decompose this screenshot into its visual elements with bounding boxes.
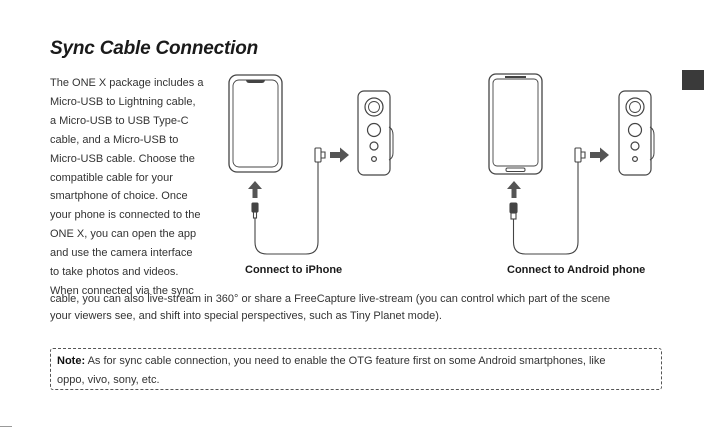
- paragraph-line: When connected via the sync: [50, 284, 194, 297]
- camera-illustration: [618, 90, 655, 176]
- intro-paragraph-wide: cable, you can also live-stream in 360° …: [50, 291, 690, 325]
- note-label: Note:: [57, 355, 86, 367]
- paragraph-line: Micro-USB cable. Choose the: [50, 152, 195, 165]
- iphone-illustration: [228, 74, 283, 173]
- paragraph-line: your phone is connected to the: [50, 209, 201, 222]
- right-arrow-icon: [330, 147, 349, 163]
- divider: [0, 426, 12, 427]
- paragraph-line: and use the camera interface: [50, 247, 193, 260]
- paragraph-line: your viewers see, and shift into special…: [50, 310, 442, 322]
- caption-android: Connect to Android phone: [507, 264, 646, 276]
- paragraph-line: Micro-USB to Lightning cable,: [50, 95, 196, 108]
- connection-illustration: [228, 73, 655, 255]
- intro-paragraph-narrow: The ONE X package includes a Micro-USB t…: [50, 74, 220, 301]
- page-title: Sync Cable Connection: [50, 38, 259, 59]
- paragraph-line: ONE X, you can open the app: [50, 228, 197, 241]
- camera-illustration: [357, 90, 394, 176]
- note-box: Note: As for sync cable connection, you …: [50, 348, 662, 390]
- paragraph-line: The ONE X package includes a: [50, 77, 204, 89]
- paragraph-line: compatible cable for your: [50, 171, 173, 184]
- paragraph-line: cable, you can also live-stream in 360° …: [50, 293, 611, 305]
- lightning-cable: [251, 147, 326, 255]
- android-phone-illustration: [488, 73, 543, 175]
- note-line: oppo, vivo, sony, etc.: [57, 373, 160, 386]
- upload-arrow-icon: [507, 181, 521, 198]
- paragraph-line: to take photos and videos.: [50, 266, 179, 279]
- paragraph-line: smartphone of choice. Once: [50, 190, 188, 203]
- upload-arrow-icon: [248, 181, 262, 198]
- note-text: As for sync cable connection, you need t…: [87, 355, 606, 367]
- paragraph-line: a Micro-USB to USB Type-C: [50, 114, 189, 127]
- right-arrow-icon: [590, 147, 609, 163]
- caption-iphone: Connect to iPhone: [245, 264, 343, 276]
- usb-cable: [509, 147, 586, 255]
- paragraph-line: cable, and a Micro-USB to: [50, 133, 179, 146]
- section-tab-marker: [682, 70, 704, 90]
- note-line: Note: As for sync cable connection, you …: [57, 352, 655, 371]
